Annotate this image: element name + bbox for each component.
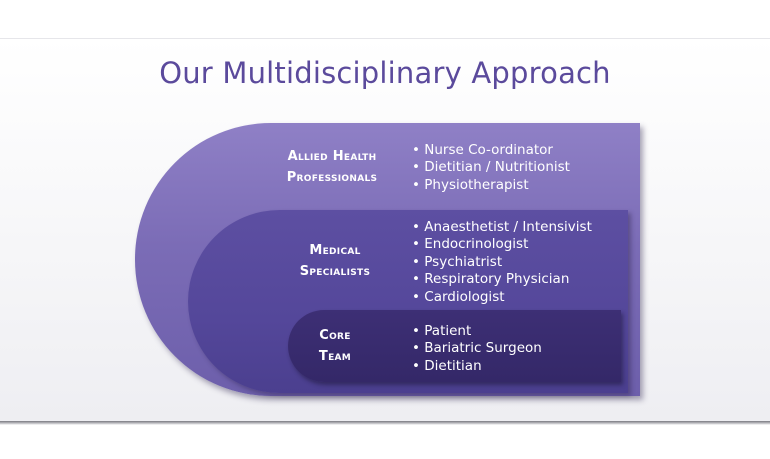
allied-health-list: Nurse Co-ordinator Dietitian / Nutrition… xyxy=(412,142,570,194)
bottom-shadow xyxy=(0,421,770,425)
list-item: Nurse Co-ordinator xyxy=(412,142,570,159)
list-item: Dietitian / Nutritionist xyxy=(412,159,570,176)
core-team-label-line1: Core xyxy=(319,328,351,343)
top-divider xyxy=(0,38,770,39)
core-team-label: Core Team xyxy=(300,325,370,367)
list-item: Physiotherapist xyxy=(412,177,570,194)
list-item: Patient xyxy=(412,323,542,340)
medical-specialists-label-line1: Medical xyxy=(309,243,361,258)
list-item: Dietitian xyxy=(412,358,542,375)
list-item: Anaesthetist / Intensivist xyxy=(412,219,592,236)
medical-specialists-list: Anaesthetist / Intensivist Endocrinologi… xyxy=(412,219,592,306)
allied-health-label-line2: Professionals xyxy=(286,170,378,185)
list-item: Respiratory Physician xyxy=(412,271,592,288)
page-title: Our Multidisciplinary Approach xyxy=(159,56,611,90)
core-team-label-line2: Team xyxy=(318,349,352,364)
list-item: Bariatric Surgeon xyxy=(412,340,542,357)
medical-specialists-label-line2: Specialists xyxy=(299,264,371,279)
list-item: Psychiatrist xyxy=(412,254,592,271)
allied-health-label: Allied Health Professionals xyxy=(272,146,392,188)
list-item: Endocrinologist xyxy=(412,236,592,253)
list-item: Cardiologist xyxy=(412,289,592,306)
core-team-list: Patient Bariatric Surgeon Dietitian xyxy=(412,323,542,375)
medical-specialists-label: Medical Specialists xyxy=(285,240,385,282)
allied-health-label-line1: Allied Health xyxy=(287,149,377,164)
